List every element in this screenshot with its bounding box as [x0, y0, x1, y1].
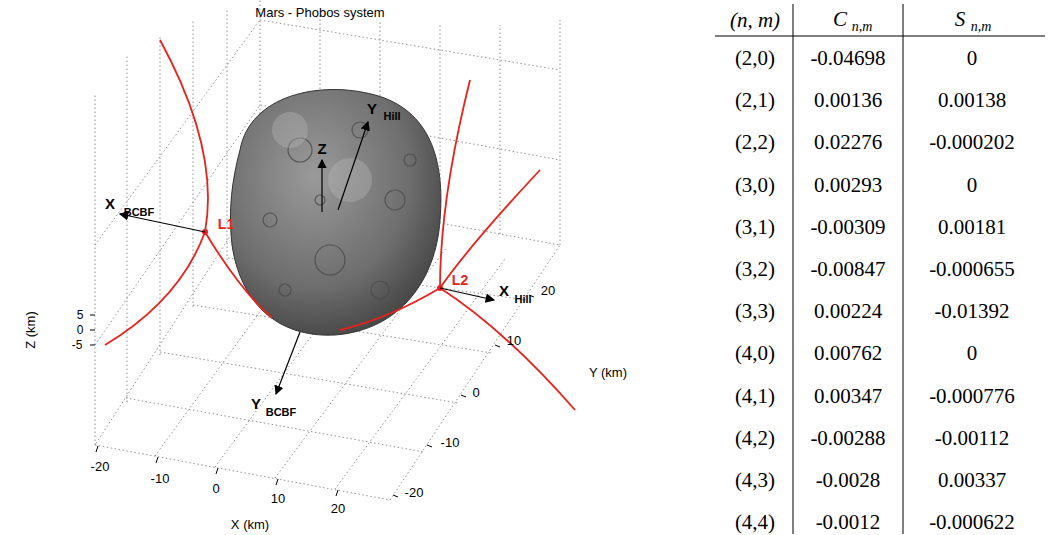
table-cell: (4,1) [735, 385, 775, 406]
table-cell: -0.0028 [816, 470, 881, 491]
table-cell: -0.00112 [935, 427, 1009, 448]
tick-label: 0 [77, 324, 84, 336]
frame-axes [120, 122, 494, 394]
axis-subscript: Hill [383, 111, 400, 122]
table-cell: (4,0) [735, 343, 775, 364]
table-cell: -0.000622 [929, 512, 1015, 533]
table-cell: 0 [967, 174, 978, 195]
table-cell: 0.00762 [814, 343, 882, 364]
table-cell: (4,3) [735, 470, 775, 491]
table-rules [715, 4, 1045, 534]
table-cell: -0.00847 [810, 259, 885, 280]
table-header: S [955, 9, 966, 30]
table-cell: -0.00309 [810, 216, 885, 237]
grid [95, 0, 560, 500]
table-cell: -0.01392 [934, 301, 1009, 322]
axis-letter: X [499, 283, 509, 298]
tick-label: 10 [507, 334, 521, 347]
table-cell: (2,2) [735, 132, 775, 153]
axis-letter: Y [251, 396, 261, 411]
chart-title: Mars - Phobos system [255, 6, 384, 19]
orbit-curves [105, 40, 575, 410]
tick-label: -20 [91, 460, 110, 473]
table-cell: (3,1) [735, 216, 775, 237]
table-cell: -0.00288 [810, 427, 885, 448]
axis-title: Y (km) [589, 366, 627, 379]
tick-label: 10 [271, 492, 285, 505]
table-cell: 0 [967, 48, 978, 69]
tick-label: -10 [151, 472, 170, 485]
phobos-body [230, 90, 440, 336]
table-cell: 0 [967, 343, 978, 364]
table-cell: 0.00181 [938, 216, 1006, 237]
tick-label: -20 [405, 486, 424, 499]
tick-label: -10 [441, 436, 460, 449]
tick-label: -5 [72, 339, 83, 351]
point-label: L2 [452, 273, 468, 287]
axis-letter: X [105, 196, 115, 211]
tick-label: 0 [472, 386, 479, 399]
table-cell: (3,3) [735, 301, 775, 322]
axis-subscript: BCBF [266, 407, 297, 418]
table-subscript: n,m [852, 20, 873, 34]
table-cell: 0.00293 [814, 174, 882, 195]
table-header: (n, m) [730, 10, 780, 31]
tick-label: 5 [77, 309, 84, 321]
table-cell: -0.0012 [816, 512, 881, 533]
table-cell: 0.02276 [814, 132, 882, 153]
tick-label: 20 [331, 502, 345, 515]
axis-title: Z (km) [24, 311, 37, 349]
point-label: L1 [218, 217, 234, 231]
axis-title: X (km) [231, 518, 269, 531]
tick-label: 0 [212, 482, 219, 495]
lagrange-points [202, 229, 443, 291]
table-cell: -0.000776 [929, 385, 1015, 406]
axis-letter: Z [317, 141, 326, 156]
table-cell: (2,0) [735, 48, 775, 69]
table-cell: 0.00136 [814, 90, 882, 111]
table-subscript: n,m [971, 20, 992, 34]
table-cell: -0.04698 [810, 48, 885, 69]
table-cell: 0.00347 [814, 385, 882, 406]
table-cell: (2,1) [735, 90, 775, 111]
table-cell: 0.00138 [938, 90, 1006, 111]
table-cell: 0.00224 [814, 301, 882, 322]
axis-letter: Y [367, 101, 377, 116]
axis-subscript: BCBF [124, 207, 155, 218]
table-cell: -0.000202 [929, 132, 1015, 153]
table-cell: 0.00337 [938, 470, 1006, 491]
table-cell: (4,2) [735, 427, 775, 448]
table-cell: (3,0) [735, 174, 775, 195]
axis-subscript: Hill [514, 294, 531, 305]
tick-label: 20 [541, 284, 555, 297]
table-cell: (4,4) [735, 512, 775, 533]
table-cell: (3,2) [735, 259, 775, 280]
table-header: C [833, 9, 847, 30]
table-cell: -0.000655 [929, 259, 1015, 280]
